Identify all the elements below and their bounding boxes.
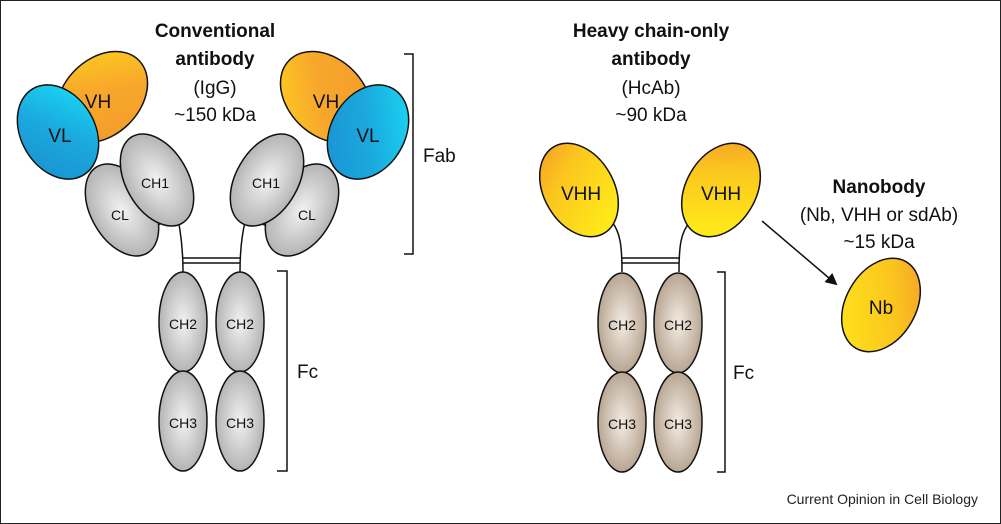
- label-vhh-right: VHH: [701, 184, 741, 205]
- domain-nb: [840, 257, 922, 353]
- nanobody-mass: ~15 kDa: [843, 232, 915, 253]
- conventional-fc: CH2 CH2 CH3 CH3: [158, 271, 265, 472]
- hcab-title-line-1: Heavy chain-only: [573, 21, 730, 42]
- label-ch2-right: CH2: [226, 316, 254, 332]
- conventional-title: Conventional antibody (IgG) ~150 kDa: [155, 21, 275, 126]
- domain-ch3-right: [215, 370, 265, 472]
- domain-vl-right: [326, 84, 410, 180]
- label-nb: Nb: [869, 298, 893, 319]
- label-ch1-left: CH1: [141, 175, 169, 191]
- hcab-hinge-left: [611, 221, 623, 273]
- nanobody-title: Nanobody (Nb, VHH or sdAb) ~15 kDa: [800, 177, 958, 253]
- nanobody-domain: Nb: [840, 257, 922, 353]
- label-ch2-left: CH2: [169, 316, 197, 332]
- hcab-domain-ch3-right: [653, 371, 703, 473]
- conventional-title-line-2: antibody: [175, 49, 255, 70]
- nanobody-title-text: Nanobody: [833, 177, 926, 198]
- domain-vl-left: [16, 84, 100, 180]
- domain-ch3-left: [158, 370, 208, 472]
- hcab-fc: CH2 CH2 CH3 CH3: [597, 272, 703, 473]
- label-ch3-right: CH3: [226, 415, 254, 431]
- nanobody-aliases: (Nb, VHH or sdAb): [800, 205, 958, 226]
- hcab-title: Heavy chain-only antibody (HcAb) ~90 kDa: [573, 21, 730, 126]
- label-ch1-right: CH1: [252, 175, 280, 191]
- domain-vhh-left: [538, 142, 620, 238]
- fc-bracket-line-conventional: [277, 270, 288, 472]
- arrow-to-nanobody: [761, 220, 838, 286]
- label-vhh-left: VHH: [561, 184, 601, 205]
- hcab-title-line-2: antibody: [611, 49, 691, 70]
- label-vl-left: VL: [48, 126, 71, 147]
- fab-bracket: Fab: [404, 53, 456, 255]
- domain-ch1-right: [229, 133, 305, 227]
- fc-label-conventional: Fc: [297, 362, 318, 383]
- hcab-label-ch2-left: CH2: [608, 317, 636, 333]
- hcab-label-ch2-right: CH2: [664, 317, 692, 333]
- fc-label-hcab: Fc: [733, 363, 754, 384]
- fab-bracket-line: [404, 53, 414, 255]
- label-vh-right: VH: [313, 92, 339, 113]
- conventional-title-line-1: Conventional: [155, 21, 275, 42]
- conventional-mass: ~150 kDa: [174, 105, 256, 126]
- conventional-abbrev: (IgG): [193, 78, 236, 99]
- hcab-abbrev: (HcAb): [621, 78, 680, 99]
- hcab-hinge: [611, 221, 691, 273]
- domain-ch1-left: [119, 133, 195, 227]
- label-ch3-left: CH3: [169, 415, 197, 431]
- label-vl-right: VL: [356, 126, 379, 147]
- hcab-vhh-domains: VHH VHH: [538, 142, 762, 238]
- fc-bracket-hcab: Fc: [717, 271, 754, 473]
- label-cl-right: CL: [298, 207, 316, 223]
- fab-label: Fab: [423, 146, 456, 167]
- domain-vhh-right: [680, 142, 762, 238]
- credit-text: Current Opinion in Cell Biology: [787, 491, 978, 507]
- fc-bracket-line-hcab: [717, 271, 726, 473]
- label-cl-left: CL: [111, 207, 129, 223]
- hcab-mass: ~90 kDa: [615, 105, 687, 126]
- label-vh-left: VH: [85, 92, 111, 113]
- hcab-domain-ch3-left: [597, 371, 647, 473]
- conventional-fab-left: CL CH1 VH VL: [16, 50, 195, 257]
- hcab-label-ch3-left: CH3: [608, 416, 636, 432]
- conventional-fab-right: CL CH1 VH VL: [229, 50, 410, 257]
- fc-bracket-conventional: Fc: [277, 270, 318, 472]
- hcab-label-ch3-right: CH3: [664, 416, 692, 432]
- hcab-hinge-right: [678, 221, 691, 273]
